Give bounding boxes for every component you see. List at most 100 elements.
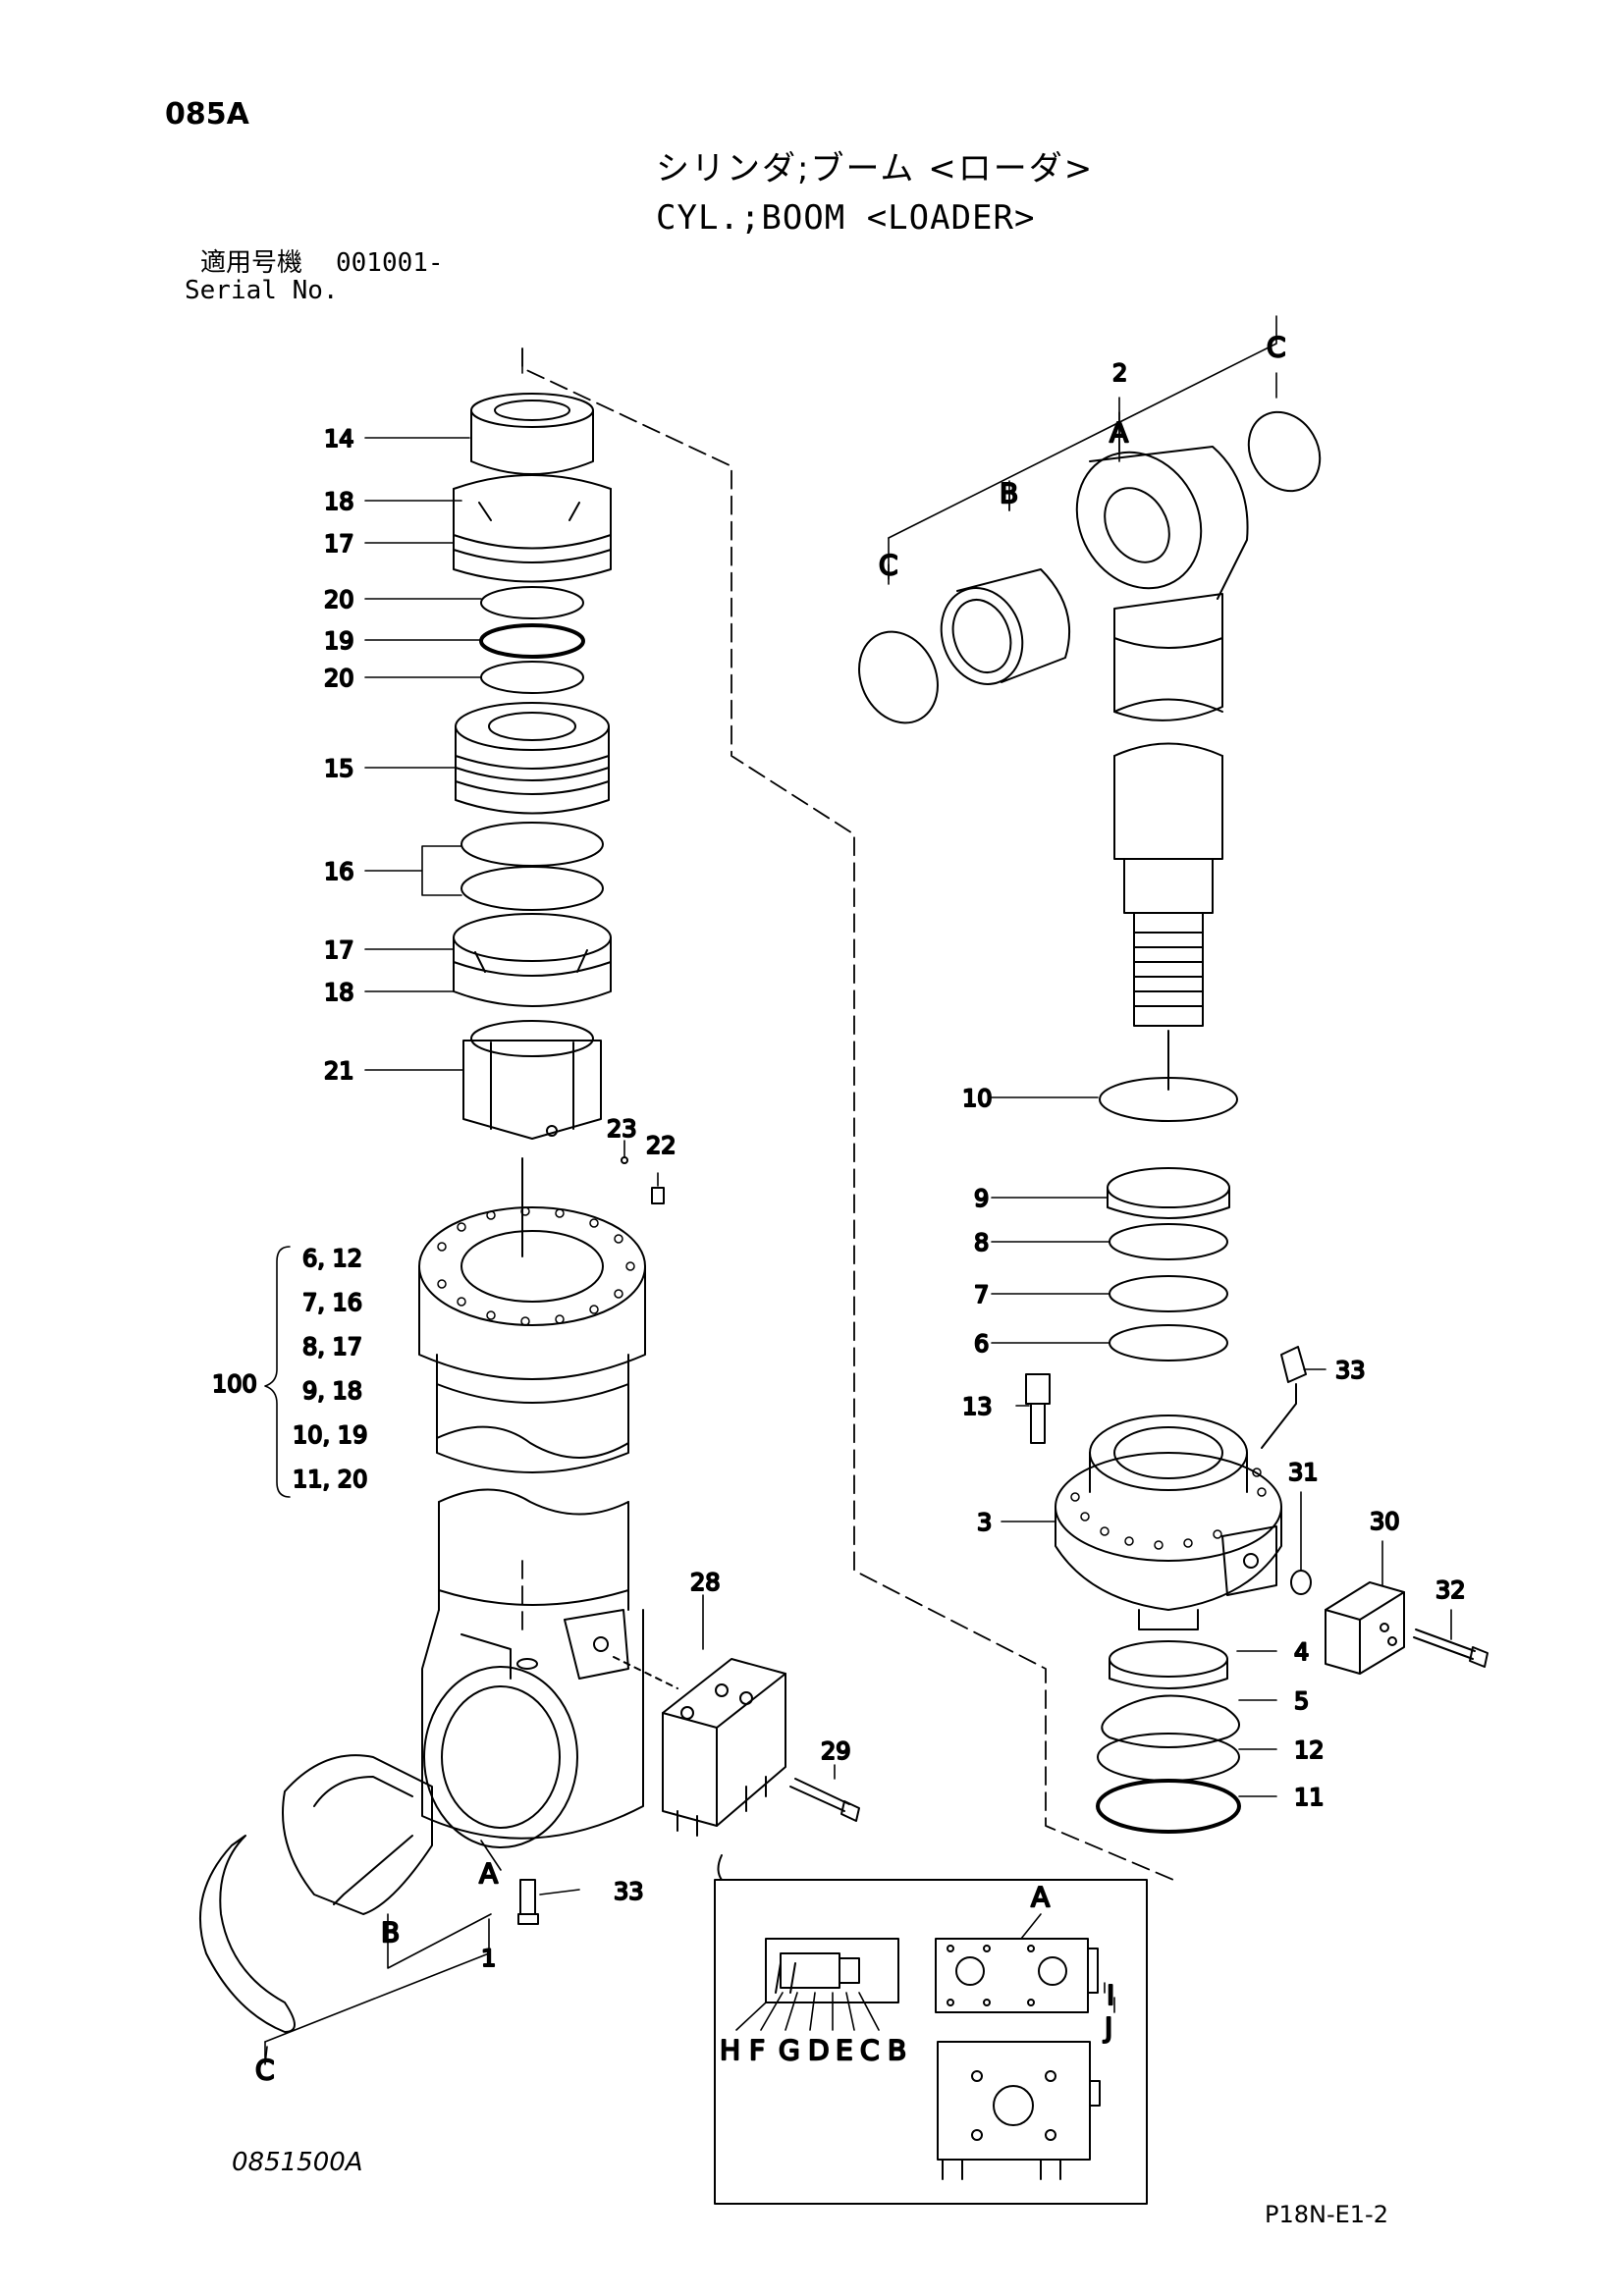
kit-pair-5: 10, 19: [293, 1421, 367, 1449]
callout-B-left: B: [381, 1916, 400, 1949]
figure-number: 0851500A: [232, 2148, 363, 2177]
callout-20-upper: 20: [324, 586, 354, 614]
serial-value: 001001-: [336, 248, 444, 278]
callout-23: 23: [607, 1115, 637, 1143]
callout-18-top: 18: [324, 488, 354, 515]
detail-callout-J: J: [1103, 2011, 1112, 2044]
part-21-nut: [462, 1020, 602, 1140]
callout-A-left: A: [479, 1857, 498, 1890]
callout-15: 15: [324, 755, 354, 782]
callout-labels-bottom-left: A B C 1 33 28 29: [254, 1568, 852, 2087]
part-6-ring: [1109, 1324, 1228, 1362]
part-11-o-ring: [1096, 1779, 1241, 1834]
kit-callouts: 100 6, 12 7, 16 8, 17 9, 18 10, 19 11, 2…: [211, 1244, 368, 1494]
serial-label-english: Serial No.: [185, 276, 339, 305]
assembly-dashed-lines: [521, 347, 1174, 1881]
callout-17-lower: 17: [324, 936, 354, 964]
page-number: 085A: [165, 97, 249, 132]
part-30-block: [1325, 1581, 1405, 1675]
part-15-piston: [455, 702, 610, 815]
callout-29: 29: [821, 1737, 851, 1765]
callout-33-right: 33: [1335, 1357, 1366, 1384]
detail-callout-D: D: [808, 2034, 830, 2066]
part-28-valve-block: [662, 1658, 786, 1837]
kit-pair-3: 8, 17: [302, 1333, 362, 1361]
callout-21: 21: [324, 1057, 354, 1085]
part-4-ring: [1109, 1640, 1228, 1689]
part-13-bolt: [1025, 1373, 1051, 1444]
callout-labels-right: 10 9 8 7 6 13 33 31 30 32 3 4 5 12 11: [961, 1084, 1467, 1812]
part-16-ring-b: [460, 866, 604, 911]
detail-inset-box: [714, 1854, 1148, 2205]
reference-lines: [521, 315, 1277, 585]
part-19-ring: [479, 623, 585, 659]
title-japanese: シリンダ;ブーム <ローダ>: [656, 149, 1095, 188]
detail-callout-E: E: [836, 2034, 853, 2066]
callout-14: 14: [324, 425, 354, 453]
callout-C-left: C: [255, 2054, 275, 2086]
callout-11: 11: [1294, 1784, 1325, 1811]
kit-brace: [264, 1246, 291, 1498]
part-B-bushing-right: [940, 568, 1071, 685]
part-22-setscrew: [651, 1187, 665, 1204]
part-10-ring: [1099, 1077, 1238, 1122]
detail-callout-G: G: [779, 2034, 800, 2066]
callout-30: 30: [1370, 1508, 1400, 1535]
sheet-number: P18N-E1-2: [1265, 2201, 1388, 2228]
part-29-bolt: [789, 1778, 860, 1822]
callout-3: 3: [977, 1509, 992, 1536]
callout-A-right: A: [1110, 416, 1128, 449]
detail-callout-B: B: [888, 2034, 906, 2066]
callout-9: 9: [974, 1185, 989, 1212]
part-20-ring-lower: [480, 661, 584, 694]
part-1-cylinder-tube: [421, 1488, 644, 1848]
callout-22: 22: [646, 1132, 677, 1159]
callout-6: 6: [974, 1330, 989, 1358]
callout-16: 16: [324, 858, 354, 885]
part-18-17-ring-top: [453, 474, 612, 583]
callout-20-lower: 20: [324, 665, 354, 692]
callout-2: 2: [1112, 359, 1127, 387]
part-8-ring: [1109, 1223, 1228, 1260]
callout-C-right-left: C: [879, 549, 898, 581]
callout-4: 4: [1294, 1638, 1309, 1666]
callout-13: 13: [962, 1393, 993, 1420]
part-20-ring-upper: [480, 586, 584, 619]
part-31-o-ring: [1290, 1570, 1312, 1595]
kit-pair-1: 6, 12: [302, 1245, 362, 1272]
part-B-bushing-left: [282, 1754, 433, 1915]
part-C-seal-ring-left: [858, 630, 939, 724]
serial-label-japanese: 適用号機: [200, 248, 303, 278]
callout-C-right-top: C: [1267, 331, 1286, 363]
part-32-bolt: [1413, 1629, 1489, 1668]
part-17-18-ring-lower: [453, 913, 612, 1007]
callout-18-lower: 18: [324, 979, 354, 1006]
part-9-ring: [1107, 1167, 1230, 1219]
detail-callout-F: F: [749, 2034, 765, 2066]
callout-5: 5: [1294, 1687, 1309, 1715]
kit-pair-4: 9, 18: [302, 1377, 362, 1405]
kit-pair-6: 11, 20: [293, 1466, 367, 1493]
detail-callouts: A I J H F G D E C B: [719, 1880, 1115, 2067]
callout-7: 7: [974, 1281, 989, 1308]
callout-33-bottom: 33: [614, 1878, 644, 1905]
part-16-ring-a: [460, 822, 604, 867]
callout-31: 31: [1288, 1459, 1319, 1486]
part-3-cylinder-head: [1055, 1415, 1282, 1630]
callout-17-top: 17: [324, 530, 354, 558]
detail-callout-C: C: [860, 2034, 880, 2066]
callout-12: 12: [1294, 1736, 1325, 1764]
kit-pair-2: 7, 16: [302, 1289, 362, 1316]
head-bolt-holes: [437, 1206, 635, 1326]
callout-labels-right-top: 2 A B C C: [878, 330, 1287, 582]
title-english: CYL.;BOOM <LOADER>: [656, 198, 1036, 238]
callout-28: 28: [690, 1569, 721, 1596]
detail-callout-I: I: [1107, 1979, 1114, 2011]
leader-lines: [264, 372, 1452, 2065]
callout-B-right: B: [1000, 477, 1018, 509]
callout-19: 19: [324, 627, 354, 655]
part-12-ring: [1097, 1733, 1240, 1782]
part-33-grease-fitting-bottom: [517, 1879, 539, 1925]
valve-dashed-link: [613, 1656, 678, 1689]
